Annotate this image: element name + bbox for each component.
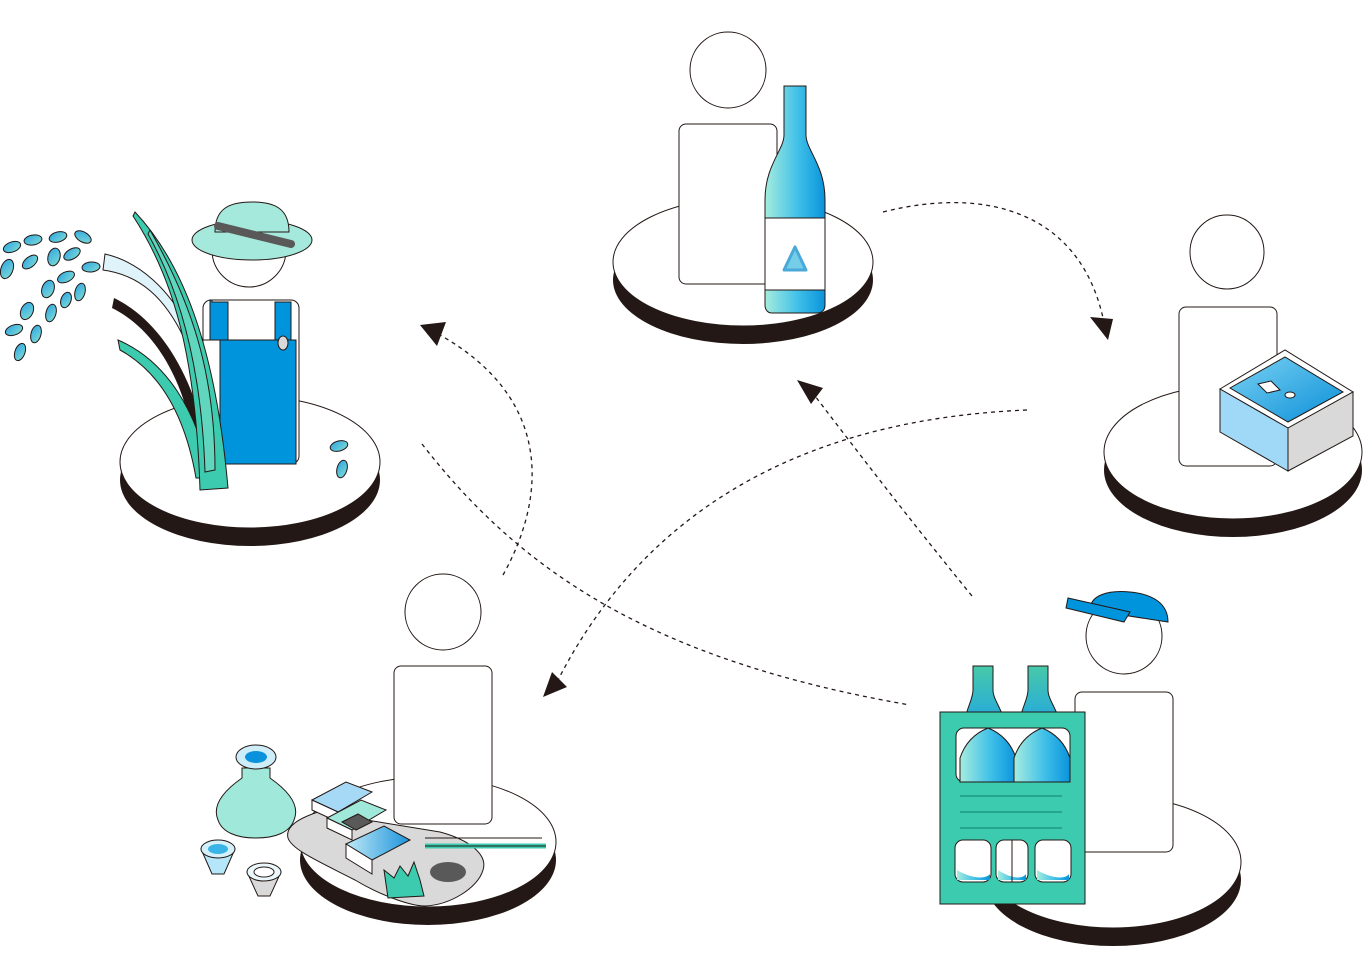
sake-bottle-icon (764, 85, 826, 314)
cap-icon (1065, 591, 1169, 623)
arrow-distributor-to-brewer (797, 380, 973, 597)
rice-plant-icon (102, 211, 229, 491)
person-head (1189, 214, 1265, 290)
node-packager (1103, 214, 1363, 537)
node-diner (200, 573, 557, 925)
sake-cup-icon (246, 862, 282, 897)
connector-farmer-to-distributor (421, 443, 911, 706)
person-body (678, 123, 778, 285)
package-box-icon (1219, 349, 1354, 472)
arrow-packager-to-diner (543, 409, 1028, 697)
arrow-diner-to-farmer (420, 322, 533, 576)
flow-arrows (420, 201, 1113, 706)
person-head (689, 31, 767, 109)
sun-hat-icon (191, 201, 313, 261)
rice-grains-icon (0, 230, 349, 479)
node-sake-brewer (612, 31, 874, 344)
person-body (1074, 691, 1174, 853)
person-body (393, 665, 493, 825)
food-tray-icon (287, 781, 546, 907)
node-rice-farmer (0, 201, 381, 546)
sake-cup-icon (200, 839, 236, 875)
overalls (203, 299, 297, 465)
person-head (404, 573, 482, 651)
node-distributor (939, 591, 1242, 946)
bottle-carrier-icon (939, 665, 1086, 905)
arrow-brewer-to-packager (882, 201, 1113, 340)
sake-flask-icon (215, 744, 297, 839)
